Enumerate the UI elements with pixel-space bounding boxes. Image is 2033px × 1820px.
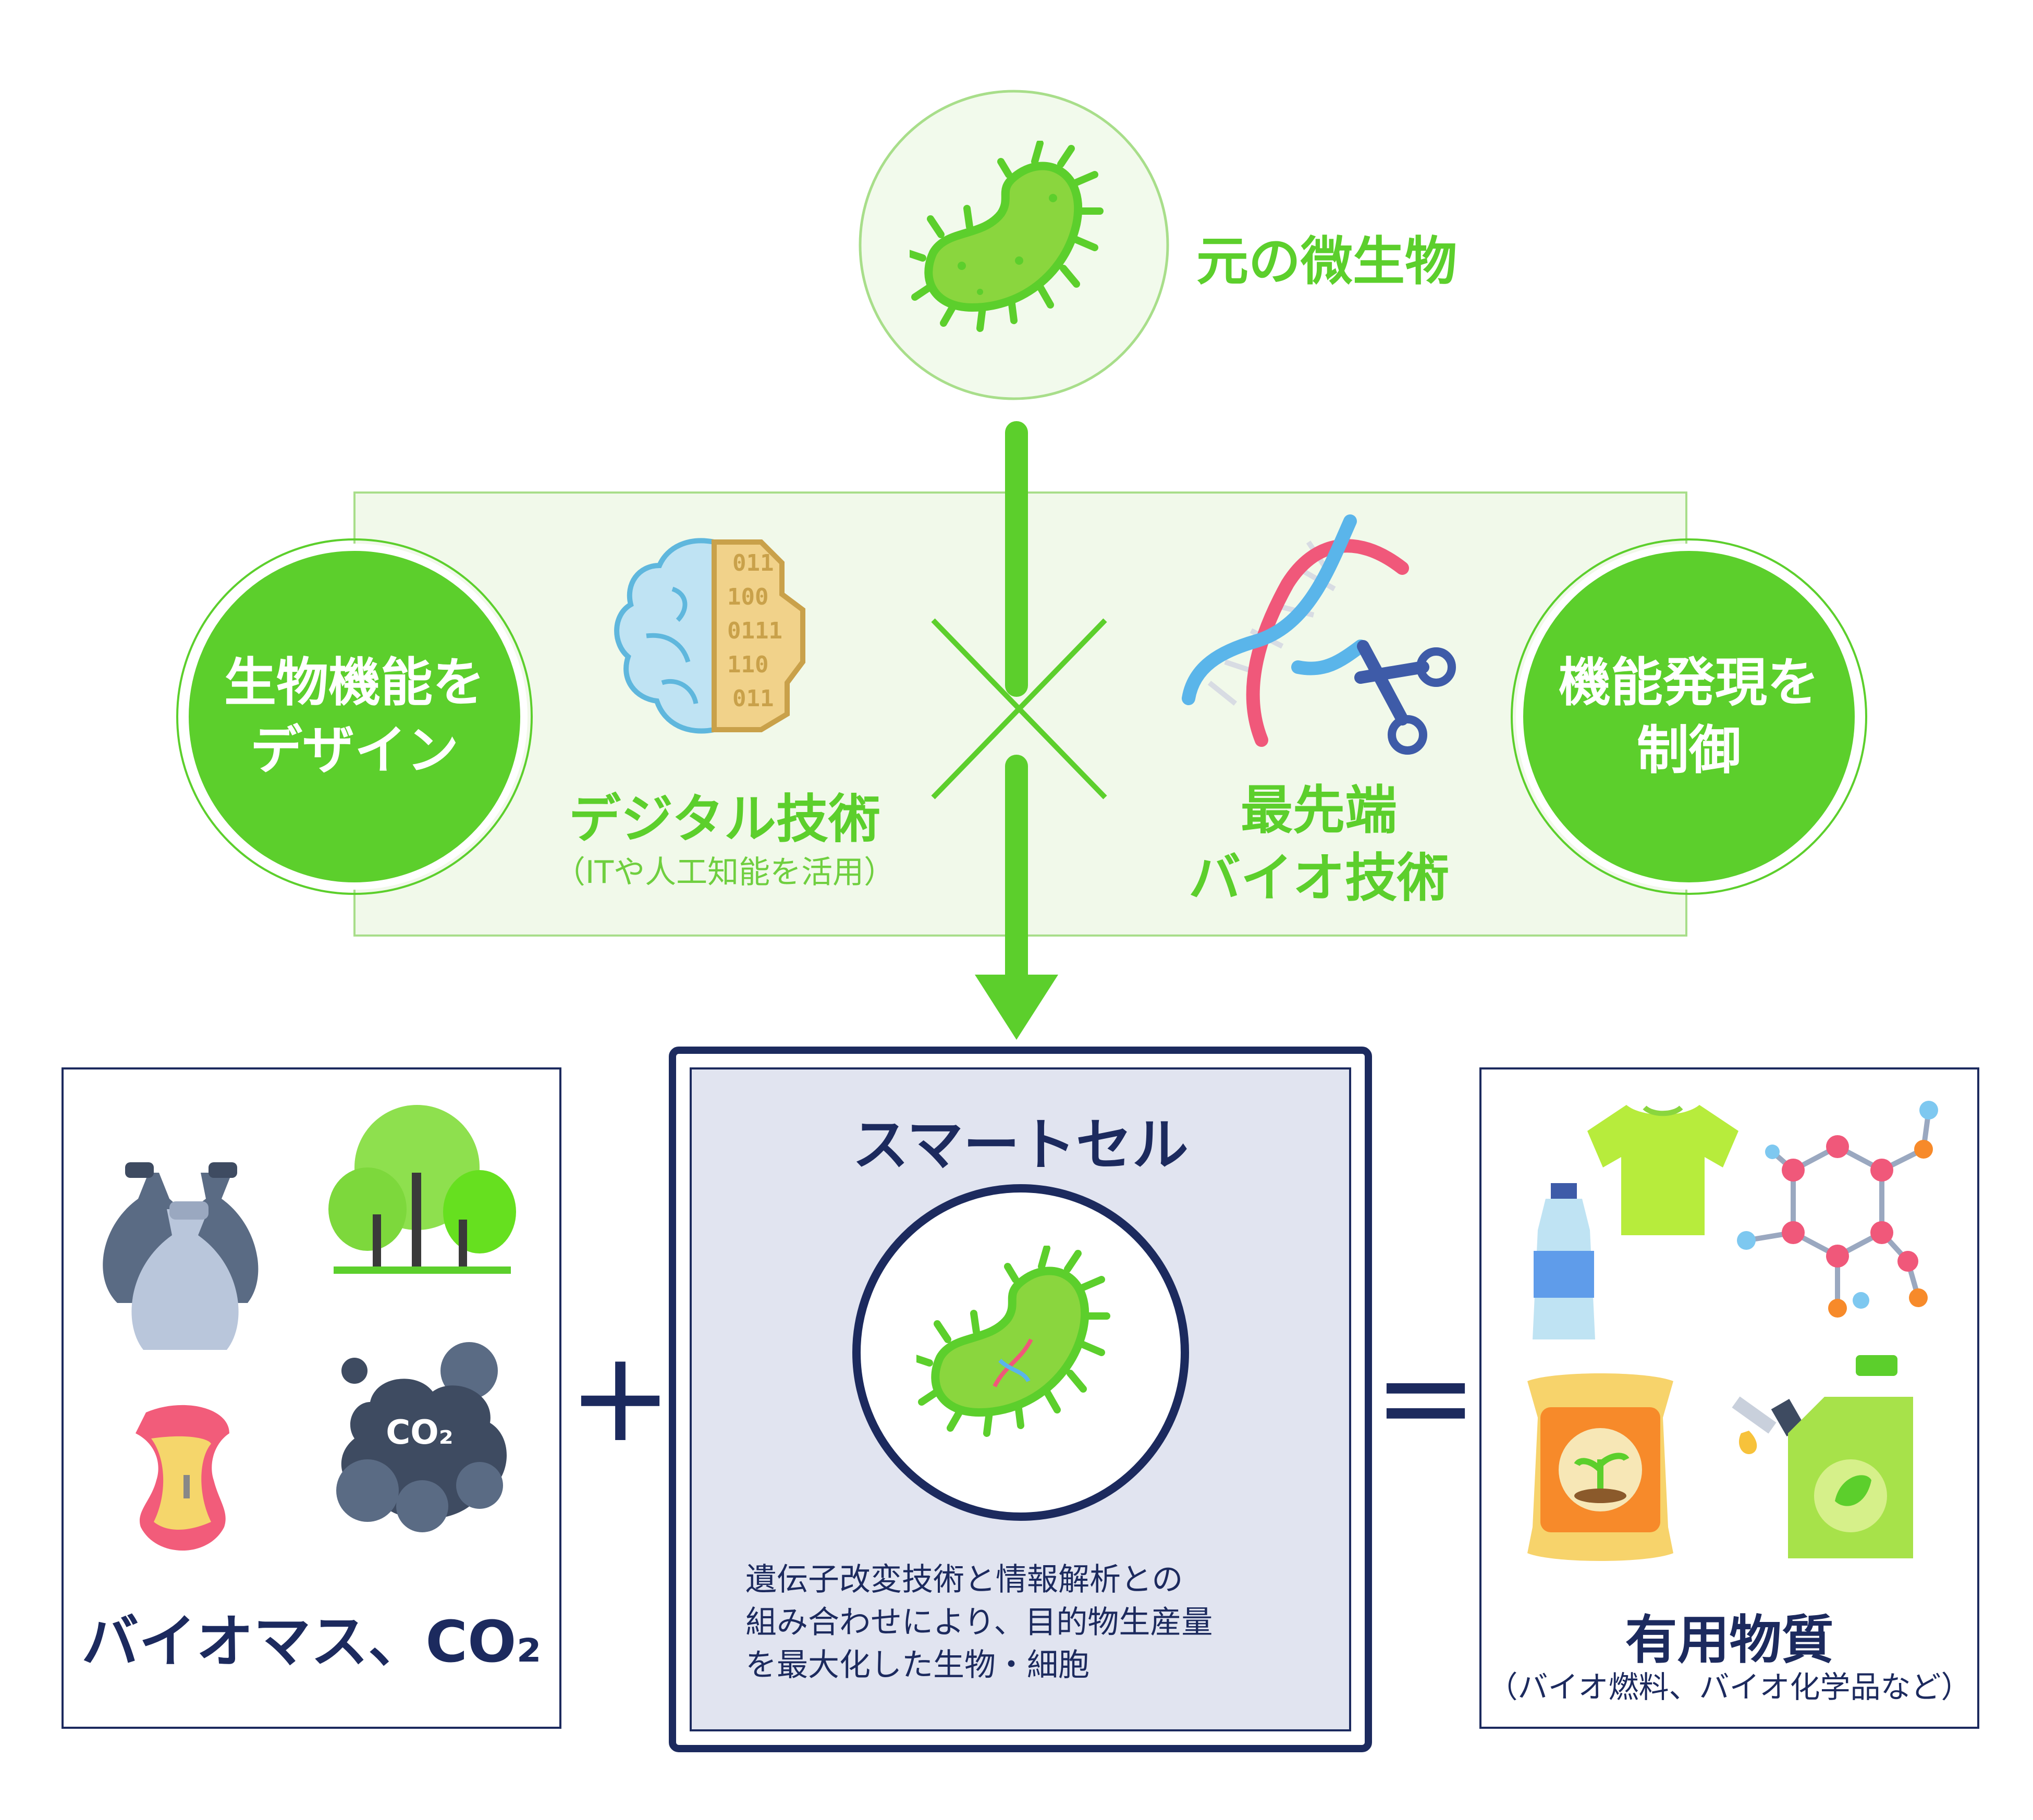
bacterium-icon [910, 141, 1104, 332]
outputs-title: 有用物質 [1625, 1609, 1834, 1670]
brain-icon: 011 100 0111 110 011 [614, 538, 805, 734]
origin-label: 元の微生物 [1196, 231, 1457, 292]
scissors-icon [1354, 640, 1456, 755]
biofuel-can-icon [1732, 1355, 1913, 1558]
tshirt-icon [1587, 1105, 1738, 1235]
molecule-icon [1737, 1101, 1938, 1318]
trees-icon [328, 1105, 516, 1274]
binary-line-1: 011 [732, 550, 774, 576]
digital-title: デジタル技術 [569, 789, 880, 850]
apple-core-icon [136, 1405, 229, 1551]
smartcell-description: 遺伝子改変技術と情報解析との 組み合わせにより、目的物生産量 を最大化した生物・… [745, 1561, 1213, 1683]
plastic-bottle-icon [1533, 1183, 1595, 1339]
design-label: 生物機能を デザイン [224, 652, 485, 781]
binary-line-2: 100 [727, 584, 768, 610]
design-circle [181, 544, 528, 890]
inputs-label: バイオマス、CO₂ [81, 1608, 542, 1675]
binary-line-3: 0111 [727, 618, 782, 644]
co2-cloud-icon: CO₂ [336, 1342, 507, 1532]
cross-icon [931, 618, 1107, 800]
dna-scissors-icon [1182, 514, 1456, 755]
equals-sign: = [1373, 1324, 1478, 1470]
fertilizer-bag-icon [1527, 1373, 1673, 1561]
co2-text: CO₂ [386, 1413, 453, 1452]
garbage-bags-icon [103, 1162, 259, 1350]
smartcell-bacterium-icon [916, 1246, 1110, 1437]
digital-subtitle: （ITや人工知能を活用） [554, 854, 896, 891]
arrow-head [975, 975, 1058, 1040]
plus-sign: + [568, 1324, 673, 1470]
binary-line-5: 011 [732, 685, 774, 712]
dna-icon [993, 1338, 1033, 1387]
control-circle [1516, 544, 1862, 890]
bio-title: 最先端 バイオ技術 [1189, 780, 1449, 908]
outputs-subtitle: （バイオ燃料、バイオ化学品など） [1487, 1669, 1971, 1705]
smartcell-title: スマートセル [852, 1113, 1189, 1178]
binary-line-4: 110 [727, 651, 768, 678]
control-label: 機能発現を 制御 [1559, 652, 1819, 781]
